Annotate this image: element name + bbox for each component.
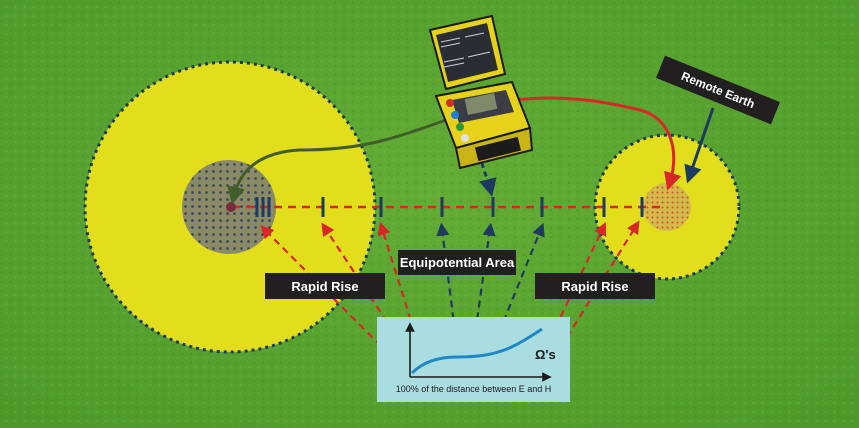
rapid-rise-left-label: Rapid Rise xyxy=(265,273,385,299)
electrode-dots-right xyxy=(643,183,691,231)
red-wire xyxy=(514,96,682,191)
equipotential-lines-blue xyxy=(436,222,545,356)
ground-resistance-tester-icon xyxy=(428,14,534,170)
green-wire xyxy=(227,118,447,205)
resistance-graph-panel: Ω's 100% of the distance between E and H xyxy=(377,317,570,402)
equipotential-area-label: Equipotential Area xyxy=(398,250,516,275)
probe-markers xyxy=(255,197,644,217)
remote-earth-pointer xyxy=(684,107,715,184)
graph-unit-label: Ω's xyxy=(535,347,556,362)
earth-electrode xyxy=(226,202,236,212)
blue-wire xyxy=(479,162,497,197)
resistance-curve xyxy=(410,327,543,375)
rapid-rise-right-label: Rapid Rise xyxy=(535,273,655,299)
graph-caption: 100% of the distance between E and H xyxy=(395,384,552,394)
